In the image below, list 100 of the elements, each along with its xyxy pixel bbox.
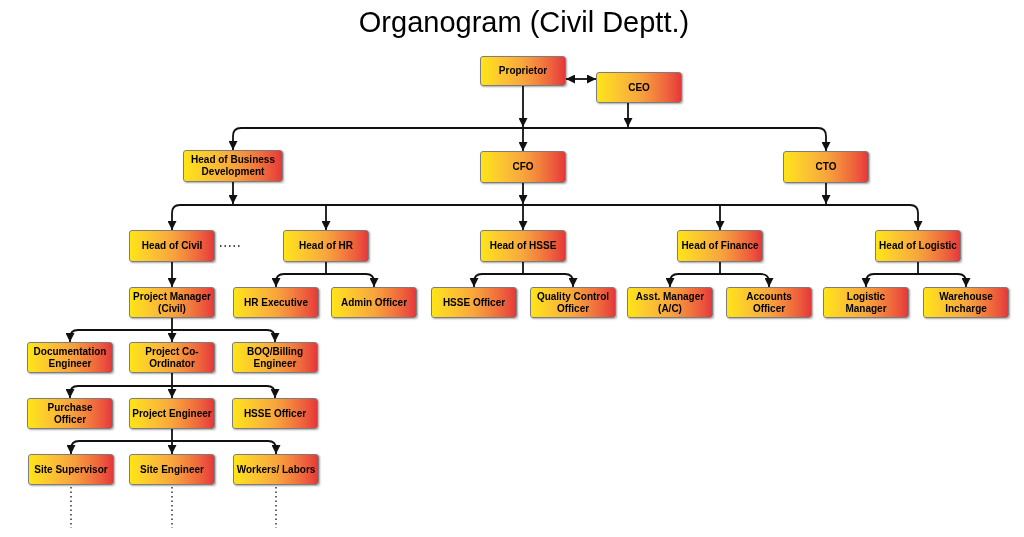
position-title: Head of Business Development — [190, 154, 276, 178]
connector-arrow — [861, 273, 875, 288]
dotted-line — [219, 245, 242, 247]
position-box — [183, 150, 283, 182]
position-title: Site Supervisor — [34, 463, 108, 476]
position-box — [232, 398, 318, 429]
connector-arrow — [760, 273, 774, 288]
position-title: Proprietor — [498, 65, 548, 77]
position-title: Admin Officer — [340, 296, 408, 309]
position-title: Logistic Manager — [844, 290, 888, 315]
connector-line — [77, 385, 173, 387]
position-title: Documentation Engineer — [32, 345, 108, 370]
connector-line — [240, 127, 524, 129]
connector-line — [677, 273, 721, 275]
connector-line — [171, 385, 268, 387]
position-box — [480, 230, 566, 262]
connector-arrow — [266, 329, 280, 343]
connector-line — [917, 261, 919, 275]
position-box — [129, 398, 215, 429]
connector-arrow — [564, 273, 578, 288]
connector-arrow — [167, 440, 177, 455]
position-box — [875, 230, 961, 262]
connector-arrow — [266, 385, 280, 399]
connector-line — [232, 204, 327, 206]
position-title: CTO — [815, 161, 837, 173]
connector-arrow — [623, 102, 633, 128]
position-title: Head of HSSE — [489, 240, 557, 252]
position-box — [331, 287, 417, 318]
connector-arrow — [321, 204, 331, 231]
connector-line — [325, 273, 367, 275]
position-title: CEO — [628, 81, 650, 94]
position-box — [823, 287, 909, 318]
connector-line — [171, 317, 173, 331]
connector-arrow — [565, 74, 597, 84]
connector-line — [719, 273, 762, 275]
chart-title: Organogram (Civil Deptt.) — [358, 5, 690, 40]
connector-line — [522, 273, 566, 275]
connector-arrow — [957, 273, 971, 288]
connector-arrow — [65, 385, 79, 399]
connector-arrow — [518, 127, 528, 152]
connector-arrow — [817, 127, 831, 152]
connector-arrow — [518, 85, 528, 128]
position-box — [283, 230, 369, 262]
position-title: HSSE Officer — [442, 296, 506, 309]
position-title: Site Engineer — [140, 463, 204, 476]
connector-line — [179, 204, 234, 206]
position-title: HR Executive — [244, 296, 308, 309]
connector-line — [325, 261, 327, 275]
connector-line — [627, 127, 819, 129]
connector-arrow — [167, 204, 181, 231]
connector-arrow — [65, 329, 79, 343]
connector-arrow — [518, 182, 528, 205]
position-box — [233, 454, 319, 485]
connector-line — [522, 127, 629, 129]
position-title: Asst. Manager (A/C) — [634, 290, 706, 315]
connector-line — [171, 329, 268, 331]
connector-arrow — [715, 204, 725, 231]
position-title: Purchase Officer — [46, 401, 94, 426]
connector-arrow — [271, 273, 285, 288]
position-title: Project Co-Ordinator — [144, 345, 200, 370]
position-title: Quality Control Officer — [535, 290, 611, 315]
position-box — [480, 56, 566, 86]
connector-line — [522, 261, 524, 275]
position-box — [677, 230, 763, 262]
connector-line — [481, 273, 524, 275]
connector-arrow — [66, 440, 80, 455]
position-title: Head of Finance — [681, 240, 759, 252]
connector-arrow — [228, 181, 238, 205]
position-box — [783, 151, 869, 183]
connector-arrow — [267, 440, 281, 455]
position-title: Project Manager (Civil) — [132, 290, 212, 315]
position-box — [129, 342, 215, 373]
connector-line — [917, 273, 959, 275]
connector-arrow — [665, 273, 679, 288]
position-box — [726, 287, 812, 318]
connector-line — [825, 204, 911, 206]
position-title: HSSE Officer — [243, 407, 307, 420]
position-title: BOQ/Billing Engineer — [245, 345, 305, 370]
position-box — [627, 287, 713, 318]
connector-line — [171, 428, 173, 442]
connector-line — [78, 440, 173, 442]
connector-line — [325, 204, 524, 206]
connector-line — [283, 273, 327, 275]
position-box — [480, 151, 566, 183]
connector-line — [77, 329, 173, 331]
position-box — [129, 230, 215, 262]
position-box — [232, 342, 318, 373]
position-box — [28, 454, 114, 485]
position-title: Head of Logistic — [879, 240, 957, 252]
connector-line — [171, 440, 269, 442]
position-box — [129, 454, 215, 485]
connector-arrow — [909, 204, 923, 231]
connector-line — [171, 372, 173, 387]
connector-arrow — [518, 204, 528, 231]
connector-line — [719, 261, 721, 275]
connector-arrow — [365, 273, 379, 288]
connector-arrow — [167, 329, 177, 343]
position-title: Workers/ Labors — [236, 463, 316, 476]
position-title: Accounts Officer — [745, 290, 793, 315]
position-title: Head of Civil — [141, 240, 203, 252]
